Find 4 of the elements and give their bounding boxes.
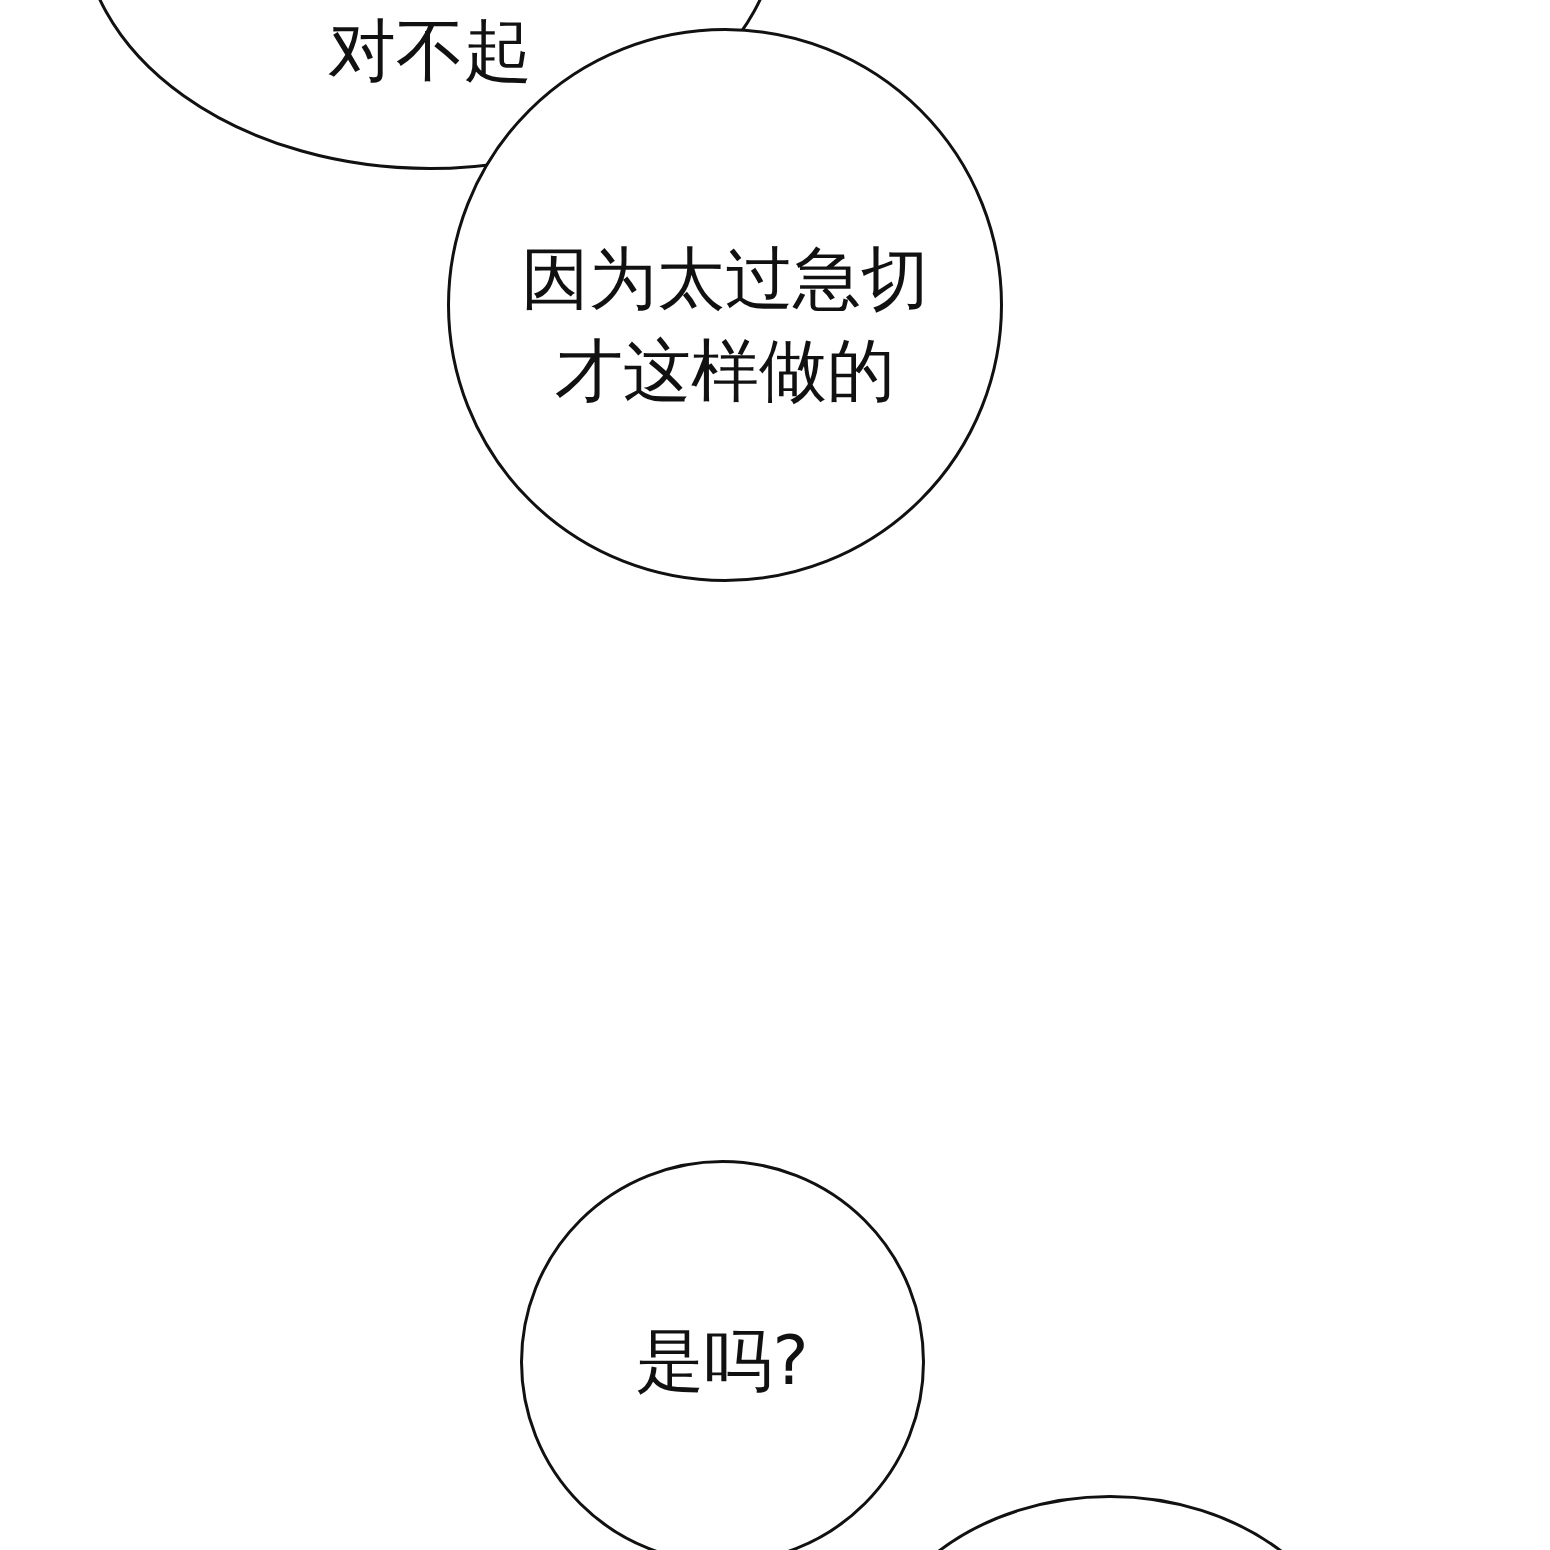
dialogue-text: 对不起 — [327, 10, 533, 92]
speech-bubble — [520, 1160, 925, 1550]
dialogue-text: 因为太过急切才这样做的 — [520, 238, 930, 412]
dialogue-text: 是吗? — [635, 1320, 810, 1402]
